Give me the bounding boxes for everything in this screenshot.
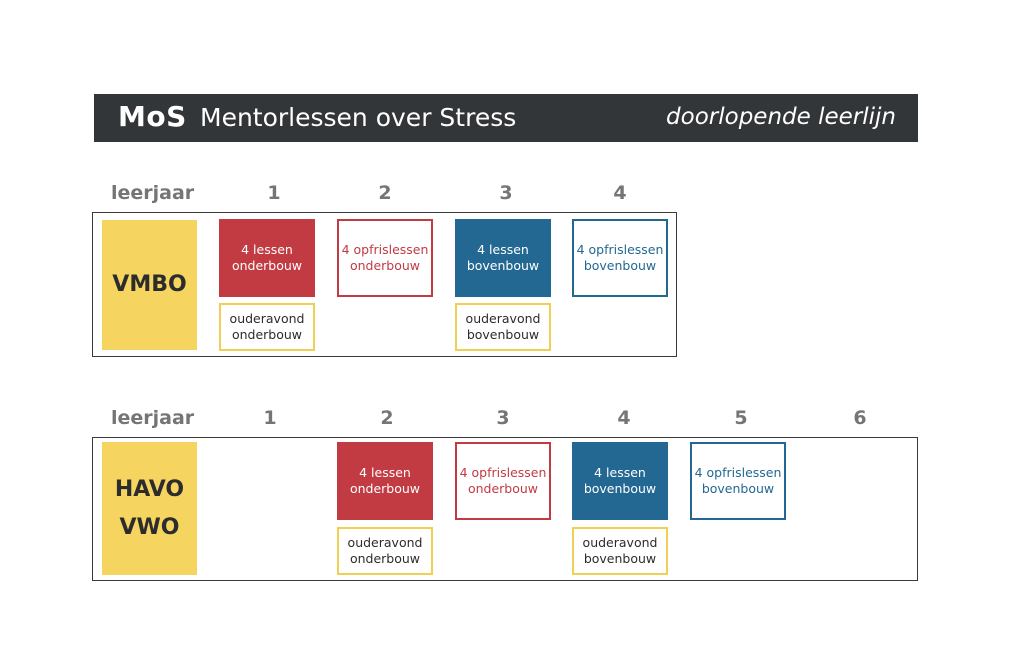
tile-line: bovenbouw	[466, 327, 540, 342]
vmbo-year-label: leerjaar	[111, 182, 195, 204]
brand-logo-text: MoS	[118, 100, 187, 133]
tile-line: onderbouw	[231, 327, 303, 342]
vmbo-timeline-frame	[92, 212, 677, 357]
title-banner: MoS Mentorlessen over Stress doorlopende…	[94, 94, 918, 142]
vmbo-year-1: 1	[267, 182, 281, 204]
tile-line: 4 opfrislessen	[576, 242, 664, 257]
tile-line: 4 opfrislessen	[341, 242, 429, 257]
tile-line: 4 opfrislessen	[694, 465, 782, 480]
havo-vwo-year-label: leerjaar	[111, 407, 195, 429]
vmbo-level-name: VMBO	[112, 272, 187, 297]
page-tagline: doorlopende leerlijn	[666, 104, 896, 130]
vmbo-lessons-onderbouw-tile: 4 lessen onderbouw	[219, 219, 315, 297]
vmbo-refresher-onderbouw-tile: 4 opfrislessen onderbouw	[337, 219, 433, 297]
havo-vwo-year-6: 6	[853, 407, 867, 429]
tile-line: 4 lessen	[359, 465, 411, 480]
havo-vwo-year-4: 4	[617, 407, 631, 429]
tile-line: bovenbouw	[466, 258, 540, 273]
havo-vwo-refresher-bovenbouw-tile: 4 opfrislessen bovenbouw	[690, 442, 786, 520]
tile-line: onderbouw	[467, 481, 539, 496]
tile-line: ouderavond	[582, 535, 658, 550]
tile-line: 4 lessen	[594, 465, 646, 480]
tile-line: ouderavond	[347, 535, 423, 550]
tile-line: ouderavond	[229, 311, 305, 326]
tile-line: 4 lessen	[241, 242, 293, 257]
havo-vwo-lessons-bovenbouw-tile: 4 lessen bovenbouw	[572, 442, 668, 520]
tile-line: bovenbouw	[583, 551, 657, 566]
havo-level-name: HAVO	[114, 476, 185, 502]
tile-line: onderbouw	[349, 551, 421, 566]
vmbo-year-4: 4	[613, 182, 627, 204]
havo-vwo-parent-evening-bovenbouw-tile: ouderavond bovenbouw	[572, 527, 668, 575]
havo-vwo-parent-evening-onderbouw-tile: ouderavond onderbouw	[337, 527, 433, 575]
vmbo-refresher-bovenbouw-tile: 4 opfrislessen bovenbouw	[572, 219, 668, 297]
page-title: Mentorlessen over Stress	[200, 103, 517, 132]
havo-vwo-year-1: 1	[263, 407, 277, 429]
vmbo-level-block: VMBO	[102, 220, 197, 350]
tile-line: bovenbouw	[583, 258, 657, 273]
havo-vwo-timeline-frame	[92, 437, 918, 581]
vwo-level-name: VWO	[119, 514, 180, 540]
havo-vwo-year-3: 3	[496, 407, 510, 429]
vmbo-parent-evening-onderbouw-tile: ouderavond onderbouw	[219, 303, 315, 351]
tile-line: ouderavond	[465, 311, 541, 326]
tile-line: onderbouw	[349, 481, 421, 496]
tile-line: bovenbouw	[583, 481, 657, 496]
vmbo-lessons-bovenbouw-tile: 4 lessen bovenbouw	[455, 219, 551, 297]
havo-vwo-level-block: HAVO VWO	[102, 442, 197, 575]
tile-line: 4 lessen	[477, 242, 529, 257]
tile-line: bovenbouw	[701, 481, 775, 496]
vmbo-parent-evening-bovenbouw-tile: ouderavond bovenbouw	[455, 303, 551, 351]
vmbo-year-2: 2	[378, 182, 392, 204]
tile-line: 4 opfrislessen	[459, 465, 547, 480]
havo-vwo-refresher-onderbouw-tile: 4 opfrislessen onderbouw	[455, 442, 551, 520]
tile-line: onderbouw	[349, 258, 421, 273]
havo-vwo-lessons-onderbouw-tile: 4 lessen onderbouw	[337, 442, 433, 520]
havo-vwo-year-2: 2	[380, 407, 394, 429]
havo-vwo-year-5: 5	[734, 407, 748, 429]
vmbo-year-3: 3	[499, 182, 513, 204]
tile-line: onderbouw	[231, 258, 303, 273]
